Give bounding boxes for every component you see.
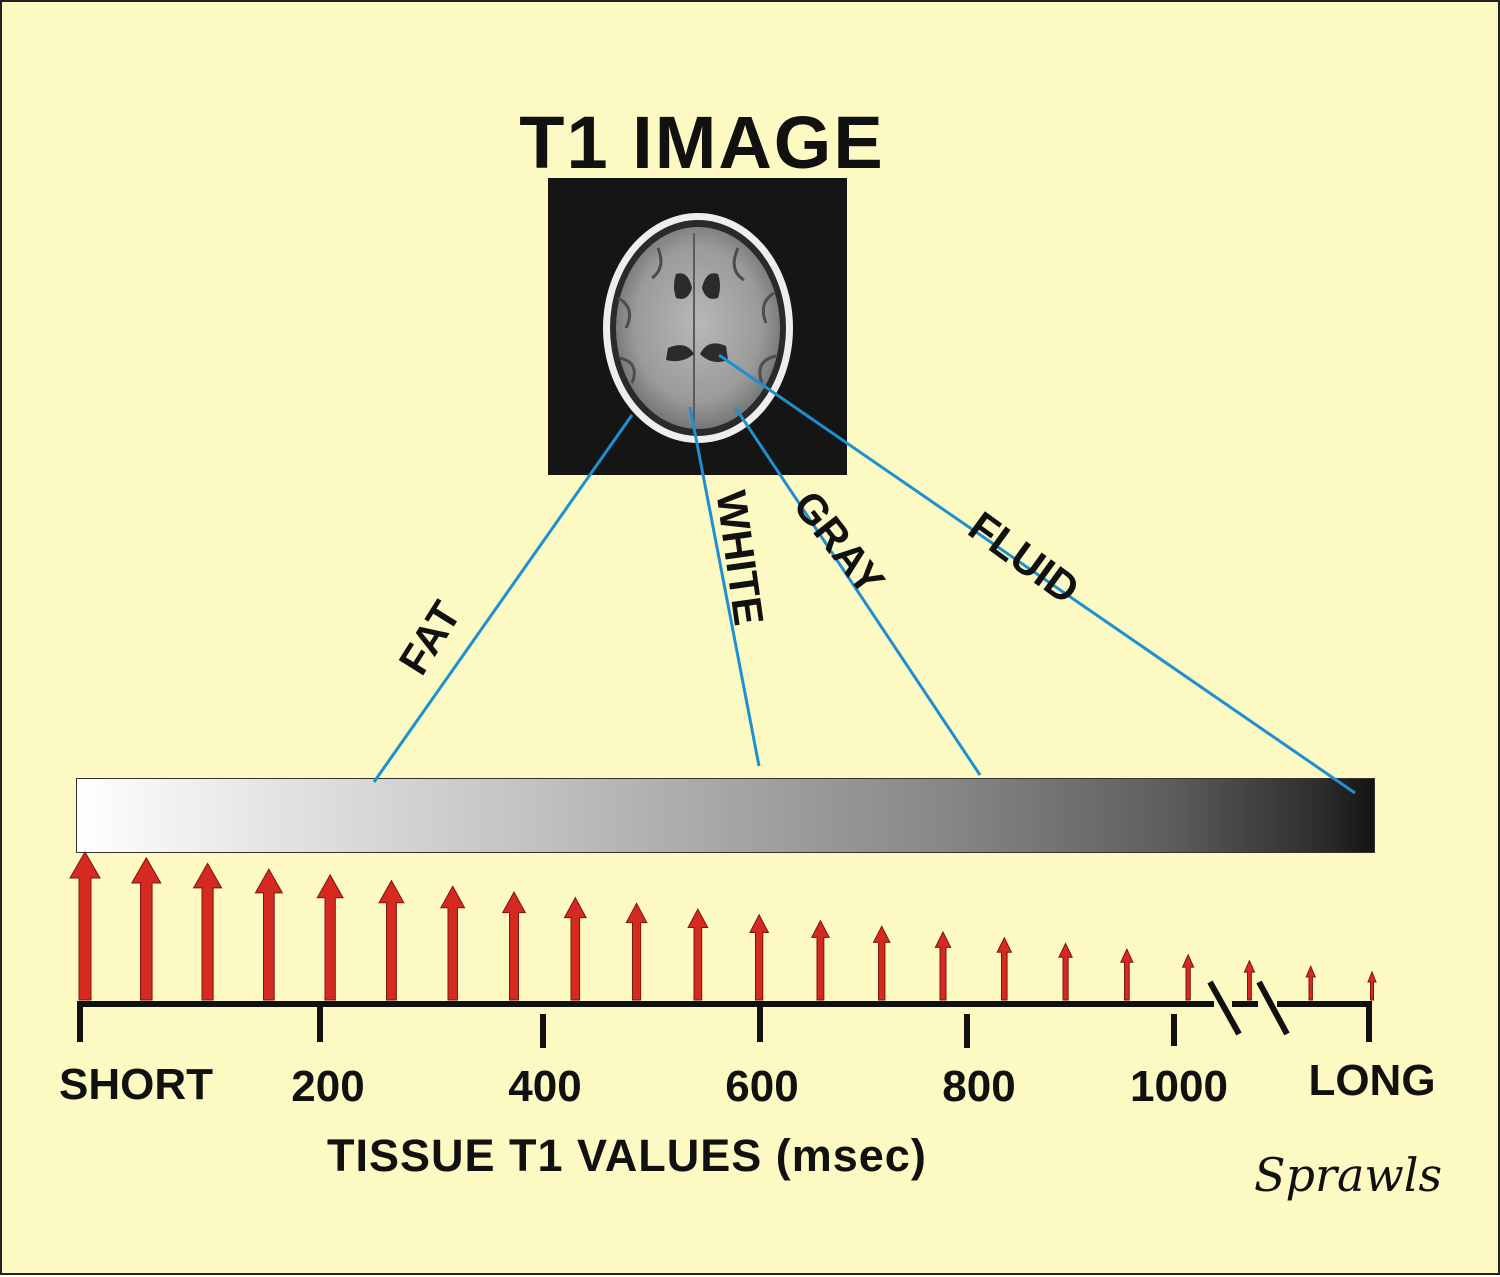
brain-mri-image: [603, 213, 793, 443]
signal-arrow: [254, 868, 284, 1001]
signal-arrow: [1305, 964, 1316, 1001]
signal-arrow: [996, 936, 1013, 1001]
signal-arrow: [69, 850, 101, 1001]
signal-arrow: [378, 879, 405, 1001]
signal-arrow: [1058, 942, 1073, 1001]
tick-label-600: 600: [725, 1062, 799, 1111]
signal-arrow: [501, 890, 527, 1001]
tick-label-800: 800: [942, 1062, 1016, 1111]
tick-label-1000: 1000: [1130, 1062, 1228, 1111]
signal-arrow: [192, 862, 223, 1001]
diagram-title: T1 IMAGE: [519, 101, 885, 184]
gray-connector-line: [733, 406, 982, 776]
signal-arrow: [625, 902, 648, 1001]
axis-break-mark-right: [1256, 980, 1290, 1036]
author-signature: Sprawls: [1254, 1148, 1443, 1202]
fat-connector-line: [372, 414, 634, 783]
signal-arrow: [934, 930, 952, 1001]
signal-arrow: [130, 856, 162, 1001]
signal-arrow: [316, 873, 344, 1001]
signal-arrow: [563, 896, 587, 1001]
sulci: [617, 247, 777, 384]
connector-lines: [372, 353, 1356, 795]
signal-arrow: [687, 908, 709, 1001]
axis-title: TISSUE T1 VALUES (msec): [327, 1130, 927, 1181]
t1-axis: [77, 980, 1372, 1048]
signal-arrow: [1181, 953, 1195, 1001]
signal-arrow: [1119, 947, 1134, 1001]
tick-label-200: 200: [291, 1062, 365, 1111]
grayscale-bar: [76, 778, 1375, 853]
signal-arrow: [749, 913, 770, 1001]
signal-arrows: [69, 850, 1377, 1001]
axis-break-mark-left: [1207, 980, 1242, 1036]
fluid-connector-line: [718, 353, 1356, 795]
tick-label-400: 400: [508, 1062, 582, 1111]
signal-arrow: [1367, 970, 1377, 1001]
mri-image-panel: [548, 178, 847, 475]
signal-arrow: [440, 885, 466, 1001]
left-frontal-horn: [674, 273, 692, 299]
left-occipital-horn: [666, 345, 694, 362]
white-connector-line: [688, 406, 761, 767]
right-frontal-horn: [702, 273, 720, 299]
signal-arrow: [1243, 959, 1256, 1001]
tick-label-long: LONG: [1308, 1056, 1436, 1105]
tick-label-short: SHORT: [59, 1060, 213, 1109]
signal-arrow: [872, 925, 891, 1001]
signal-arrow: [810, 919, 830, 1001]
